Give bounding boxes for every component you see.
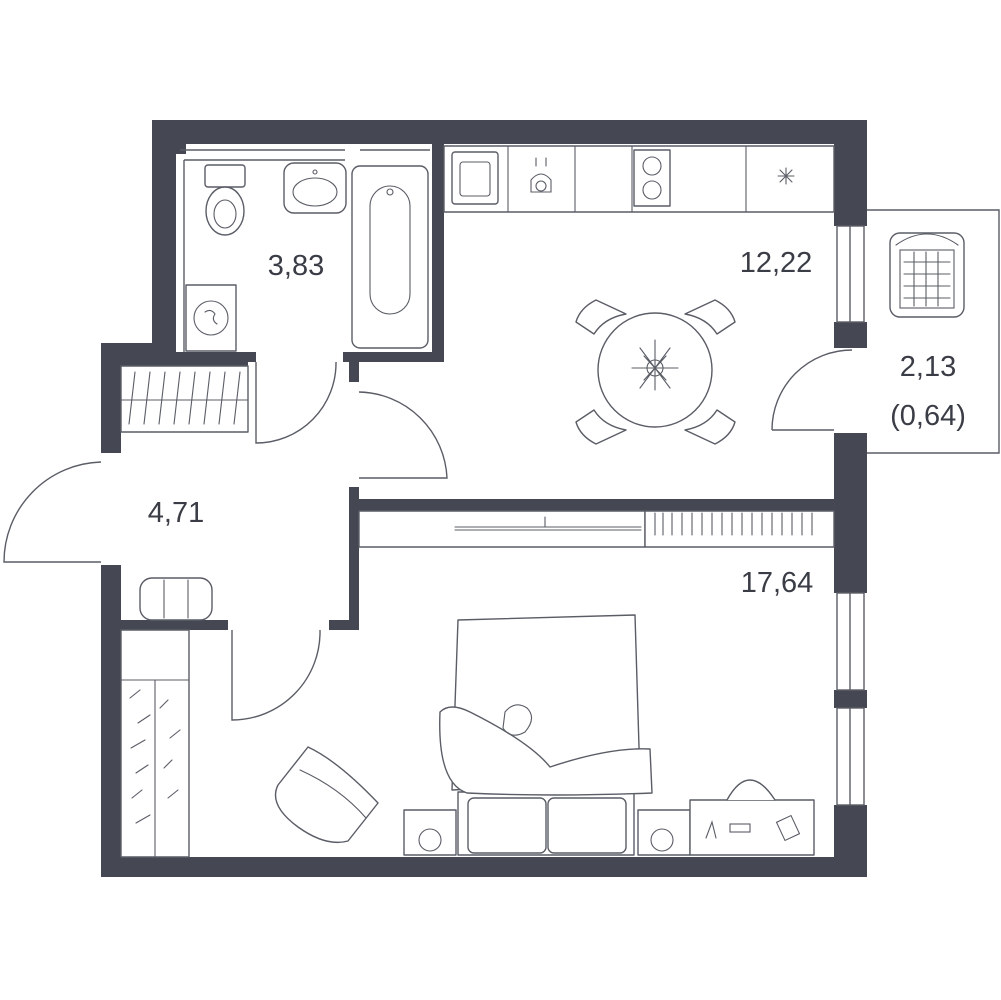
wardrobe-lower [120, 629, 190, 858]
bathroom-area-label: 3,83 [268, 250, 324, 282]
sink-icon [283, 162, 347, 214]
chair-icon [575, 299, 736, 445]
windows [180, 149, 865, 806]
bookshelf-icon [644, 510, 835, 548]
washing-machine-icon [185, 284, 237, 352]
laundry-basket-icon [889, 232, 965, 318]
toilet-icon [204, 164, 246, 236]
bathtub-icon [351, 165, 429, 349]
cooktop-icon [633, 149, 671, 207]
bed-icon [439, 614, 653, 856]
living-area-label: 17,64 [741, 567, 814, 599]
armchair-icon [274, 746, 379, 844]
flower-vase-icon [631, 339, 679, 391]
area-labels: 3,83 12,22 4,71 17,64 2,13 (0,64) [148, 247, 966, 599]
coffee-machine-icon [530, 157, 552, 193]
kitchen-sink-icon [451, 151, 499, 205]
balcony-reduced-area-label: (0,64) [890, 400, 966, 432]
tv-unit-icon [358, 510, 646, 548]
living-room [274, 510, 835, 856]
hall [3, 365, 448, 858]
kitchen [443, 145, 835, 445]
walls [101, 120, 867, 877]
hall-area-label: 4,71 [148, 497, 204, 529]
wardrobe-upper [120, 365, 249, 433]
balcony [771, 209, 1000, 454]
balcony-area-label: 2,13 [900, 351, 956, 383]
ottoman-icon [139, 577, 213, 621]
desk-icon [689, 779, 815, 856]
bathroom [183, 159, 429, 444]
dining-table-icon [575, 299, 736, 445]
nightstand-icon [403, 809, 691, 856]
kitchen-area-label: 12,22 [740, 247, 813, 279]
plant-small-icon [777, 167, 795, 185]
